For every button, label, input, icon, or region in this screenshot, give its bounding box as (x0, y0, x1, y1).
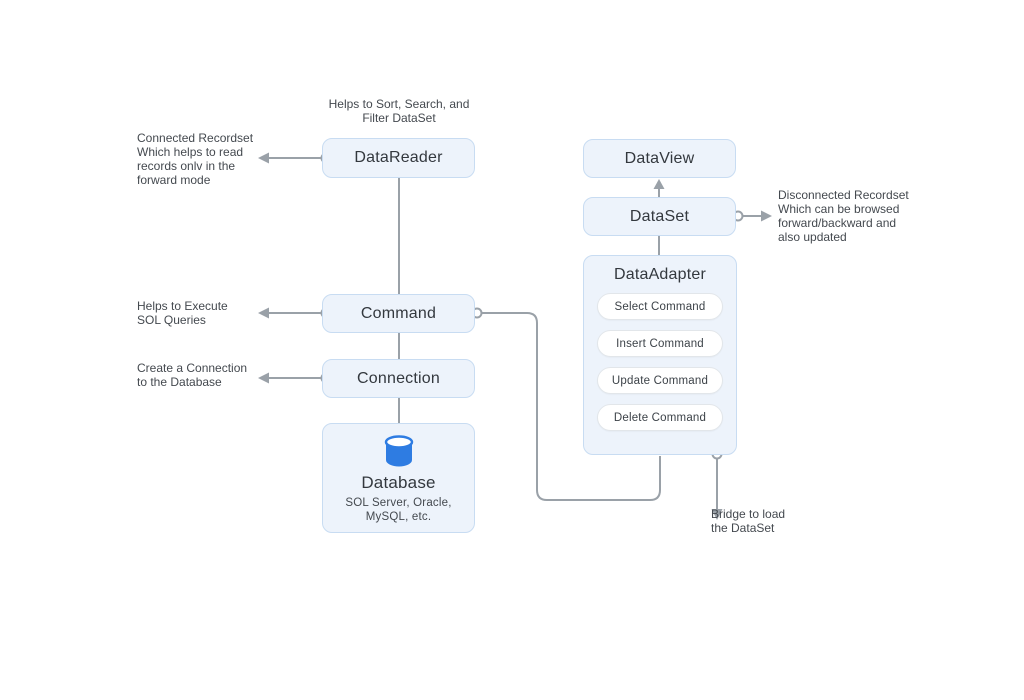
select-command-pill: Select Command (597, 293, 723, 320)
arrowhead-up-icon (653, 179, 665, 189)
node-database-label: Database (361, 473, 436, 492)
path-command-to-dataadapter (482, 312, 661, 501)
annotation-connected-recordset: Connected Recordset Which helps to read … (137, 131, 254, 187)
annotation-execute-queries: Helps to Execute SOL Queries (137, 299, 228, 327)
node-dataset-label: DataSet (629, 207, 690, 225)
node-dataadapter: DataAdapter Select Command Insert Comman… (583, 255, 737, 455)
insert-command-pill: Insert Command (597, 330, 723, 357)
node-database-sublabel: SOL Server, Oracle, MySQL, etc. (345, 497, 452, 523)
annotation-bridge: Bridge to load the DataSet (711, 507, 786, 535)
node-dataview: DataView (583, 139, 736, 178)
node-datareader: DataReader (322, 138, 475, 178)
node-dataview-label: DataView (624, 149, 695, 167)
annotation-disconnected-recordset: Disconnected Recordset Which can be brow… (778, 188, 909, 244)
arrowhead-left-icon (258, 307, 269, 319)
node-connection-label: Connection (357, 369, 440, 387)
annotation-create-connection: Create a Connection to the Database (137, 361, 248, 389)
database-icon (384, 435, 413, 467)
arrowhead-right-icon (761, 210, 772, 222)
node-database: Database SOL Server, Oracle, MySQL, etc. (322, 423, 475, 533)
node-dataadapter-label: DataAdapter (613, 266, 707, 283)
node-command-label: Command (360, 304, 437, 322)
arrowhead-down-icon (711, 509, 723, 520)
node-connection: Connection (322, 359, 475, 398)
delete-command-pill: Delete Command (597, 404, 723, 431)
node-datareader-label: DataReader (354, 149, 443, 166)
arrowhead-left-icon (258, 152, 269, 164)
arrowhead-left-icon (258, 372, 269, 384)
update-command-pill: Update Command (597, 367, 723, 394)
node-dataset: DataSet (583, 197, 736, 236)
annotation-sort-filter: Helps to Sort, Search, and Filter DataSe… (328, 97, 470, 125)
node-command: Command (322, 294, 475, 333)
